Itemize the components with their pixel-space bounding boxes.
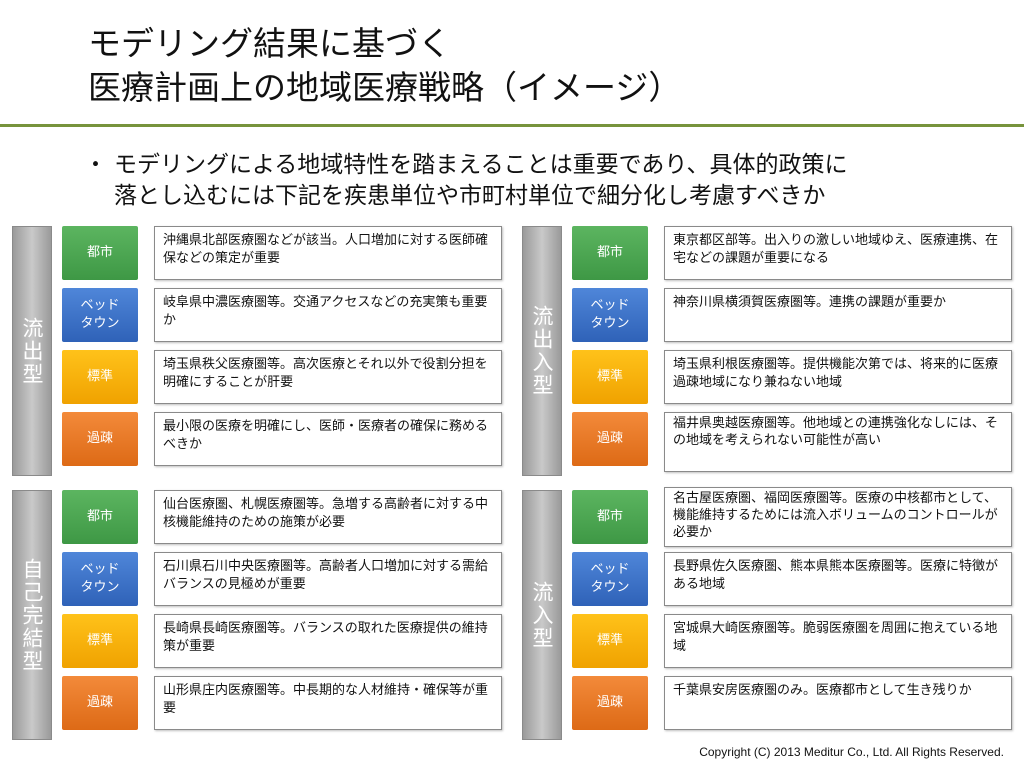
- row-inflow-toshi: 都市 名古屋医療圏、福岡医療圏等。医療の中核都市として、機能維持するためには流入…: [572, 487, 1012, 547]
- tag-standard: 標準: [62, 614, 138, 668]
- desc-inout-std: 埼玉県利根医療圏等。提供機能次第では、将来的に医療過疎地域になり兼ねない地域: [664, 350, 1012, 404]
- tag-bedtown: ベッド タウン: [62, 288, 138, 342]
- desc-outflow-toshi: 沖縄県北部医療圏などが該当。人口増加に対する医師確保などの策定が重要: [154, 226, 502, 280]
- group-inflow: 流入型 都市 名古屋医療圏、福岡医療圏等。医療の中核都市として、機能維持するため…: [522, 487, 1012, 740]
- desc-inout-toshi: 東京都区部等。出入りの激しい地域ゆえ、医療連携、在宅などの課題が重要になる: [664, 226, 1012, 280]
- tag-toshi: 都市: [62, 226, 138, 280]
- row-inflow-kaso: 過疎 千葉県安房医療圏のみ。医療都市として生き残りか: [572, 676, 1012, 730]
- tag-toshi: 都市: [62, 490, 138, 544]
- bullet-line-2: 落とし込むには下記を疾患単位や市町村単位で細分化し考慮すべきか: [114, 183, 826, 209]
- slide-title: モデリング結果に基づく 医療計画上の地域医療戦略（イメージ）: [88, 22, 988, 110]
- row-self-toshi: 都市 仙台医療圏、札幌医療圏等。急増する高齢者に対する中核機能維持のための施策が…: [62, 490, 502, 544]
- tag-toshi: 都市: [572, 490, 648, 544]
- tag-bedtown: ベッド タウン: [572, 552, 648, 606]
- desc-self-bed: 石川県石川中央医療圏等。高齢者人口増加に対する需給バランスの見極めが重要: [154, 552, 502, 606]
- tag-bedtown: ベッド タウン: [62, 552, 138, 606]
- row-outflow-toshi: 都市 沖縄県北部医療圏などが該当。人口増加に対する医師確保などの策定が重要: [62, 226, 502, 280]
- bullet-line-1: モデリングによる地域特性を踏まえることは重要であり、具体的政策に: [114, 152, 848, 178]
- desc-inflow-std: 宮城県大崎医療圏等。脆弱医療圏を周囲に抱えている地域: [664, 614, 1012, 668]
- tag-kaso: 過疎: [62, 412, 138, 466]
- row-inflow-std: 標準 宮城県大崎医療圏等。脆弱医療圏を周囲に抱えている地域: [572, 614, 1012, 668]
- row-self-std: 標準 長崎県長崎医療圏等。バランスの取れた医療提供の維持策が重要: [62, 614, 502, 668]
- tag-kaso: 過疎: [572, 412, 648, 466]
- desc-inflow-kaso: 千葉県安房医療圏のみ。医療都市として生き残りか: [664, 676, 1012, 730]
- group-selfcontained: 自己完結型 都市 仙台医療圏、札幌医療圏等。急増する高齢者に対する中核機能維持の…: [12, 490, 502, 740]
- tag-standard: 標準: [572, 614, 648, 668]
- tag-bedtown: ベッド タウン: [572, 288, 648, 342]
- desc-inflow-toshi: 名古屋医療圏、福岡医療圏等。医療の中核都市として、機能維持するためには流入ボリュ…: [664, 487, 1012, 547]
- row-inout-kaso: 過疎 福井県奥越医療圏等。他地域との連携強化なしには、その地域を考えられない可能…: [572, 412, 1012, 472]
- desc-inflow-bed: 長野県佐久医療圏、熊本県熊本医療圏等。医療に特徴がある地域: [664, 552, 1012, 606]
- row-inout-toshi: 都市 東京都区部等。出入りの激しい地域ゆえ、医療連携、在宅などの課題が重要になる: [572, 226, 1012, 280]
- tag-standard: 標準: [62, 350, 138, 404]
- desc-self-toshi: 仙台医療圏、札幌医療圏等。急増する高齢者に対する中核機能維持のための施策が必要: [154, 490, 502, 544]
- row-inout-bed: ベッド タウン 神奈川県横須賀医療圏等。連携の課題が重要か: [572, 288, 1012, 342]
- row-self-kaso: 過疎 山形県庄内医療圏等。中長期的な人材維持・確保等が重要: [62, 676, 502, 730]
- desc-outflow-kaso: 最小限の医療を明確にし、医師・医療者の確保に務めるべきか: [154, 412, 502, 466]
- group-inout: 流出入型 都市 東京都区部等。出入りの激しい地域ゆえ、医療連携、在宅などの課題が…: [522, 226, 1012, 476]
- desc-outflow-bed: 岐阜県中濃医療圏等。交通アクセスなどの充実策も重要か: [154, 288, 502, 342]
- group-label-outflow: 流出型: [12, 226, 52, 476]
- row-outflow-std: 標準 埼玉県秩父医療圏等。高次医療とそれ以外で役割分担を明確にすることが肝要: [62, 350, 502, 404]
- desc-inout-kaso: 福井県奥越医療圏等。他地域との連携強化なしには、その地域を考えられない可能性が高…: [664, 412, 1012, 472]
- title-line-2: 医療計画上の地域医療戦略（イメージ）: [88, 68, 682, 107]
- tag-kaso: 過疎: [62, 676, 138, 730]
- desc-self-std: 長崎県長崎医療圏等。バランスの取れた医療提供の維持策が重要: [154, 614, 502, 668]
- row-outflow-bed: ベッド タウン 岐阜県中濃医療圏等。交通アクセスなどの充実策も重要か: [62, 288, 502, 342]
- bullet-point: ・ モデリングによる地域特性を踏まえることは重要であり、具体的政策に 落とし込む…: [84, 150, 984, 212]
- title-line-1: モデリング結果に基づく: [88, 24, 451, 63]
- desc-outflow-std: 埼玉県秩父医療圏等。高次医療とそれ以外で役割分担を明確にすることが肝要: [154, 350, 502, 404]
- copyright-notice: Copyright (C) 2013 Meditur Co., Ltd. All…: [699, 745, 1004, 759]
- row-inflow-bed: ベッド タウン 長野県佐久医療圏、熊本県熊本医療圏等。医療に特徴がある地域: [572, 552, 1012, 606]
- row-self-bed: ベッド タウン 石川県石川中央医療圏等。高齢者人口増加に対する需給バランスの見極…: [62, 552, 502, 606]
- tag-standard: 標準: [572, 350, 648, 404]
- row-outflow-kaso: 過疎 最小限の医療を明確にし、医師・医療者の確保に務めるべきか: [62, 412, 502, 466]
- tag-kaso: 過疎: [572, 676, 648, 730]
- desc-inout-bed: 神奈川県横須賀医療圏等。連携の課題が重要か: [664, 288, 1012, 342]
- row-inout-std: 標準 埼玉県利根医療圏等。提供機能次第では、将来的に医療過疎地域になり兼ねない地…: [572, 350, 1012, 404]
- group-label-selfcontained: 自己完結型: [12, 490, 52, 740]
- title-divider: [0, 124, 1024, 127]
- group-outflow: 流出型 都市 沖縄県北部医療圏などが該当。人口増加に対する医師確保などの策定が重…: [12, 226, 502, 476]
- group-label-inout: 流出入型: [522, 226, 562, 476]
- bullet-marker: ・: [84, 152, 107, 178]
- tag-toshi: 都市: [572, 226, 648, 280]
- group-label-inflow: 流入型: [522, 490, 562, 740]
- desc-self-kaso: 山形県庄内医療圏等。中長期的な人材維持・確保等が重要: [154, 676, 502, 730]
